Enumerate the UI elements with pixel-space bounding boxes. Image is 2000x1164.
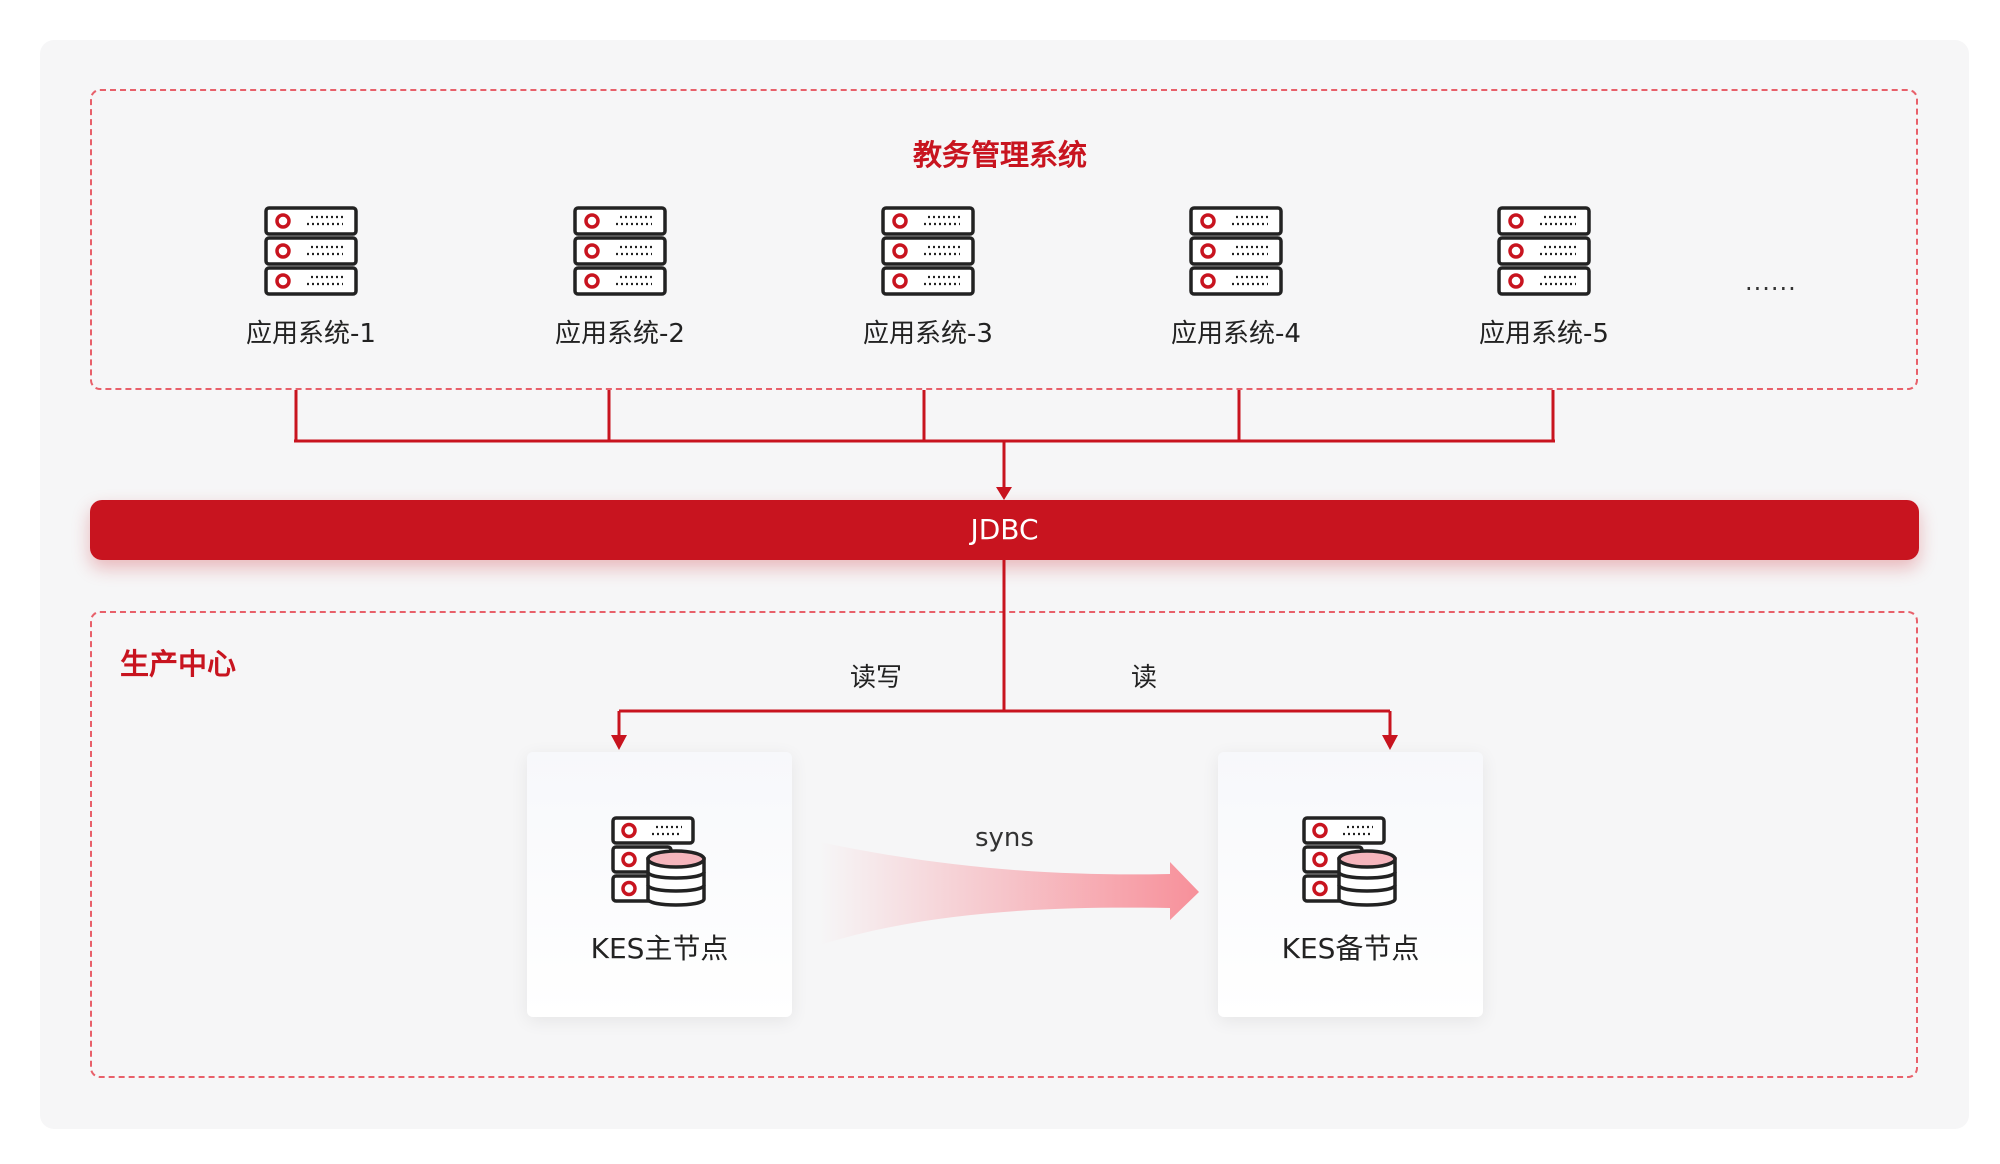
business-system-title: 教务管理系统 xyxy=(912,138,1087,172)
kes-primary-node: KES主节点 xyxy=(527,752,792,1017)
server-icon xyxy=(1189,206,1283,296)
server-icon xyxy=(1497,206,1591,296)
kes-standby-label: KES备节点 xyxy=(1281,932,1420,965)
kes-standby-node: KES备节点 xyxy=(1218,752,1483,1017)
app-system-3: 应用系统-3 xyxy=(828,205,1028,350)
server-icon xyxy=(264,206,358,296)
read-label: 读 xyxy=(1131,663,1158,693)
app-system-label: 应用系统-2 xyxy=(555,319,685,349)
app-system-1: 应用系统-1 xyxy=(211,205,411,350)
kes-primary-label: KES主节点 xyxy=(590,932,729,965)
database-server-icon xyxy=(1301,816,1397,907)
sync-arrow xyxy=(820,842,1199,945)
app-system-label: 应用系统-1 xyxy=(246,319,376,349)
primary-arrowhead xyxy=(611,735,627,750)
more-apps-ellipsis: ...... xyxy=(1745,268,1797,296)
read-write-label: 读写 xyxy=(850,663,903,693)
app-system-4: 应用系统-4 xyxy=(1136,205,1336,350)
production-center-title: 生产中心 xyxy=(120,647,237,681)
jdbc-arrowhead xyxy=(996,487,1012,500)
server-icon xyxy=(573,206,667,296)
sync-label: syns xyxy=(975,823,1034,853)
jdbc-bar: JDBC xyxy=(90,500,1919,560)
app-system-2: 应用系统-2 xyxy=(520,205,720,350)
app-system-label: 应用系统-4 xyxy=(1171,319,1301,349)
database-server-icon xyxy=(610,816,706,907)
app-system-label: 应用系统-5 xyxy=(1479,319,1609,349)
server-icon xyxy=(881,206,975,296)
app-system-5: 应用系统-5 xyxy=(1444,205,1644,350)
standby-arrowhead xyxy=(1382,735,1398,750)
business-system-zone xyxy=(90,89,1918,390)
app-system-label: 应用系统-3 xyxy=(863,319,993,349)
